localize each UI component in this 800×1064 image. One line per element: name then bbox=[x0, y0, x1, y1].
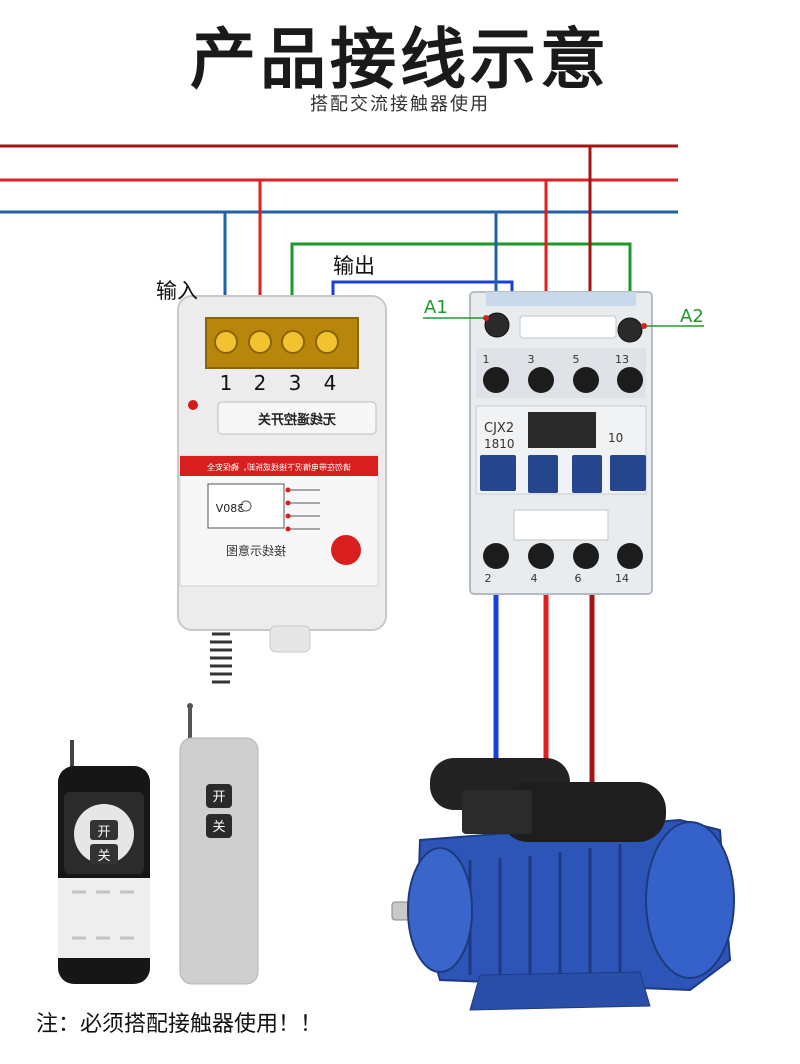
contact-indicator bbox=[480, 455, 516, 491]
terminal-number: 2 bbox=[254, 371, 267, 395]
brand-label-plate bbox=[217, 401, 377, 435]
remote-keyfob: 开 关 bbox=[58, 740, 150, 984]
receiver-tab bbox=[269, 625, 311, 653]
label-a2: A2 bbox=[680, 306, 704, 327]
remote-off-button[interactable] bbox=[206, 814, 232, 838]
motor-end-cap bbox=[645, 821, 735, 979]
svg-text:关: 关 bbox=[212, 820, 225, 835]
remote-keyfob-sleeve bbox=[58, 878, 150, 958]
bottom-terminal-number: 6 bbox=[575, 572, 582, 585]
terminal-number: 3 bbox=[289, 371, 302, 395]
receiver-antenna-coil bbox=[210, 632, 232, 684]
top-terminal-number: 3 bbox=[528, 353, 535, 366]
terminal-number: 4 bbox=[324, 371, 337, 395]
svg-text:关: 关 bbox=[97, 849, 110, 864]
coil-terminal-a2 bbox=[617, 317, 643, 343]
terminal-screw bbox=[573, 367, 599, 393]
remote-on-button[interactable] bbox=[90, 820, 118, 840]
bottom-terminal-number: 4 bbox=[531, 572, 538, 585]
power-bus bbox=[0, 144, 678, 214]
footer-note: 注：必须搭配接触器使用！！ bbox=[36, 1012, 323, 1037]
terminal-screw bbox=[617, 543, 643, 569]
coil-terminal-a1 bbox=[484, 312, 510, 338]
top-terminal-number: 13 bbox=[615, 353, 629, 366]
terminal-screw bbox=[483, 543, 509, 569]
terminal-screw bbox=[528, 543, 554, 569]
terminal-screw bbox=[483, 367, 509, 393]
motor-capacitor-run bbox=[500, 782, 666, 842]
coil-annotations: A1 A2 bbox=[423, 297, 704, 329]
remote-on-button[interactable] bbox=[206, 784, 232, 808]
voltage-label: 380V bbox=[215, 502, 244, 515]
wire-output-green bbox=[290, 242, 632, 340]
terminal-screw bbox=[248, 330, 272, 354]
motor-base bbox=[469, 971, 651, 1011]
contactor-rating: 1810 bbox=[484, 437, 515, 451]
motor bbox=[391, 758, 735, 1011]
bottom-terminals: 2 4 6 14 bbox=[483, 543, 643, 585]
contactor-top-band bbox=[486, 292, 636, 306]
sticker-device-drawing bbox=[207, 483, 285, 529]
contact-indicators bbox=[480, 455, 646, 493]
terminal-screw bbox=[573, 543, 599, 569]
contactor-window bbox=[528, 412, 596, 448]
sticker-seal bbox=[331, 535, 361, 565]
terminal-screws bbox=[214, 330, 339, 354]
contactor-model: CJX2 bbox=[484, 421, 514, 436]
top-terminal-number: 1 bbox=[483, 353, 490, 366]
page-title: 产品接线示意 bbox=[190, 21, 610, 98]
bottom-terminal-number: 14 bbox=[615, 572, 629, 585]
svg-text:开: 开 bbox=[212, 790, 225, 805]
terminal-screw bbox=[281, 330, 305, 354]
terminal-screw bbox=[528, 367, 554, 393]
terminal-screw bbox=[214, 330, 238, 354]
remote-stick: 开 关 bbox=[179, 703, 259, 985]
svg-text:开: 开 bbox=[97, 825, 110, 840]
contact-indicator bbox=[610, 455, 646, 491]
receiver-module: 1 2 3 4 无线遥控开关 请勿在带电情况下接线或拆卸，确保安全 380V 接… bbox=[177, 295, 387, 684]
terminal-screw bbox=[617, 367, 643, 393]
status-led bbox=[188, 400, 198, 410]
label-a1: A1 bbox=[424, 297, 448, 318]
terminal-screw bbox=[315, 330, 339, 354]
top-terminals: 1 3 5 13 bbox=[476, 348, 646, 398]
page-subtitle: 搭配交流接触器使用 bbox=[310, 94, 490, 115]
warning-strip-text: 请勿在带电情况下接线或拆卸，确保安全 bbox=[207, 462, 351, 472]
contactor: 1 3 5 13 CJX2 1810 10 2 4 bbox=[469, 291, 653, 595]
motor-terminal-box bbox=[462, 790, 532, 834]
contactor-side-number: 10 bbox=[608, 431, 623, 445]
contact-indicator bbox=[572, 455, 602, 493]
terminal-number: 1 bbox=[220, 371, 233, 395]
motor-front-flange bbox=[407, 847, 473, 973]
brand-label: 无线遥控开关 bbox=[258, 412, 337, 428]
remote-off-button[interactable] bbox=[90, 844, 118, 864]
top-terminal-number: 5 bbox=[573, 353, 580, 366]
contact-indicator bbox=[528, 455, 558, 493]
warning-strip bbox=[180, 456, 378, 476]
coil-label-plate bbox=[519, 315, 617, 339]
remote-stick-body bbox=[179, 737, 259, 985]
label-input: 输入 bbox=[156, 279, 198, 303]
bottom-terminal-number: 2 bbox=[485, 572, 492, 585]
sticker-caption: 接线示意图 bbox=[226, 543, 286, 558]
label-output: 输出 bbox=[333, 254, 375, 278]
contactor-label-window bbox=[513, 509, 609, 541]
